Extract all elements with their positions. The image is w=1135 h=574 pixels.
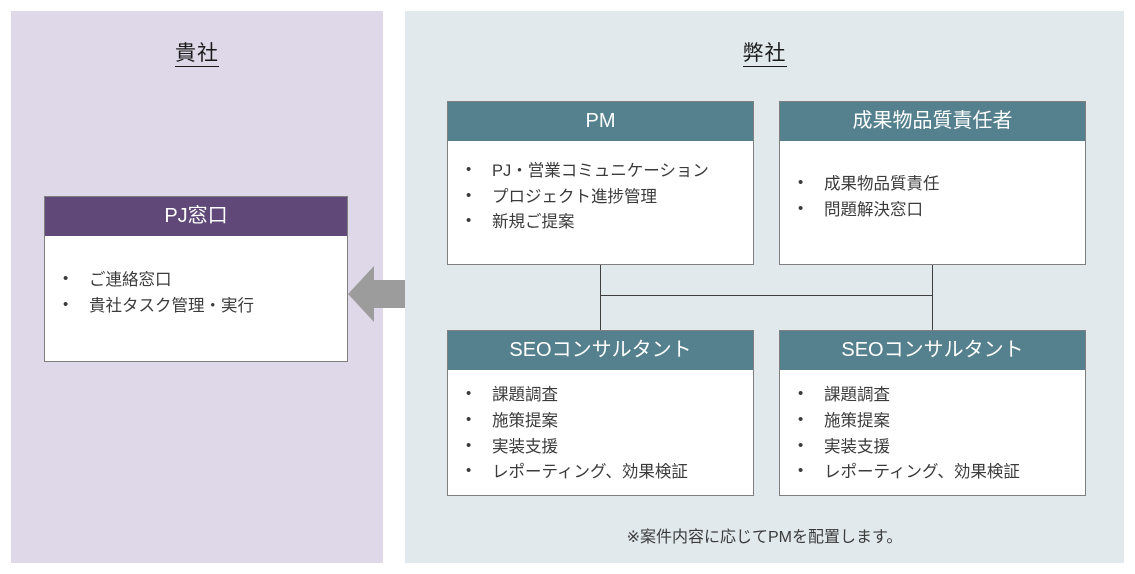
panel-client-title: 貴社 <box>11 37 383 67</box>
connector-horizontal <box>600 295 933 296</box>
list-item: ご連絡窓口 <box>59 267 337 294</box>
list-item: 課題調査 <box>462 382 743 409</box>
card-pm: PM PJ・営業コミュニケーション プロジェクト進捗管理 新規ご提案 <box>447 101 754 265</box>
card-seo-consultant-1: SEOコンサルタント 課題調査 施策提案 実装支援 レポーティング、効果検証 <box>447 330 754 496</box>
list-item: レポーティング、効果検証 <box>794 459 1075 486</box>
card-seo-consultant-2: SEOコンサルタント 課題調査 施策提案 実装支援 レポーティング、効果検証 <box>779 330 1086 496</box>
list-item: 貴社タスク管理・実行 <box>59 293 337 320</box>
card-pm-header: PM <box>448 102 753 141</box>
card-pm-body: PJ・営業コミュニケーション プロジェクト進捗管理 新規ご提案 <box>448 141 753 264</box>
vendor-footnote: ※案件内容に応じてPMを配置します。 <box>626 529 903 546</box>
list-item: 実装支援 <box>794 434 1075 461</box>
list-item: 施策提案 <box>462 408 743 435</box>
card-pj-contact-bullets: ご連絡窓口 貴社タスク管理・実行 <box>59 267 337 320</box>
list-item: 新規ご提案 <box>462 209 743 236</box>
card-quality-manager-bullets: 成果物品質責任 問題解決窓口 <box>794 171 1075 224</box>
list-item: 成果物品質責任 <box>794 171 1075 198</box>
connector-seo1-vertical <box>600 295 601 331</box>
card-seo-consultant-2-body: 課題調査 施策提案 実装支援 レポーティング、効果検証 <box>780 370 1085 495</box>
card-pj-contact-header: PJ窓口 <box>45 197 347 236</box>
card-seo-consultant-2-bullets: 課題調査 施策提案 実装支援 レポーティング、効果検証 <box>794 382 1075 486</box>
card-seo-consultant-1-header: SEOコンサルタント <box>448 331 753 370</box>
list-item: 実装支援 <box>462 434 743 461</box>
panel-vendor-title: 弊社 <box>405 37 1124 67</box>
card-quality-manager-body: 成果物品質責任 問題解決窓口 <box>780 141 1085 264</box>
connector-qa-vertical <box>932 265 933 296</box>
card-pm-bullets: PJ・営業コミュニケーション プロジェクト進捗管理 新規ご提案 <box>462 158 743 236</box>
card-seo-consultant-2-header: SEOコンサルタント <box>780 331 1085 370</box>
card-seo-consultant-1-bullets: 課題調査 施策提案 実装支援 レポーティング、効果検証 <box>462 382 743 486</box>
list-item: 課題調査 <box>794 382 1075 409</box>
list-item: PJ・営業コミュニケーション <box>462 158 743 185</box>
list-item: レポーティング、効果検証 <box>462 459 743 486</box>
panel-client-title-text: 貴社 <box>175 42 219 67</box>
card-seo-consultant-1-body: 課題調査 施策提案 実装支援 レポーティング、効果検証 <box>448 370 753 495</box>
list-item: 施策提案 <box>794 408 1075 435</box>
card-quality-manager: 成果物品質責任者 成果物品質責任 問題解決窓口 <box>779 101 1086 265</box>
card-pj-contact: PJ窓口 ご連絡窓口 貴社タスク管理・実行 <box>44 196 348 362</box>
card-pj-contact-body: ご連絡窓口 貴社タスク管理・実行 <box>45 236 347 361</box>
panel-vendor-title-text: 弊社 <box>742 42 787 67</box>
card-quality-manager-header: 成果物品質責任者 <box>780 102 1085 141</box>
connector-seo2-vertical <box>932 295 933 331</box>
list-item: 問題解決窓口 <box>794 197 1075 224</box>
list-item: プロジェクト進捗管理 <box>462 184 743 211</box>
connector-pm-vertical <box>600 265 601 296</box>
